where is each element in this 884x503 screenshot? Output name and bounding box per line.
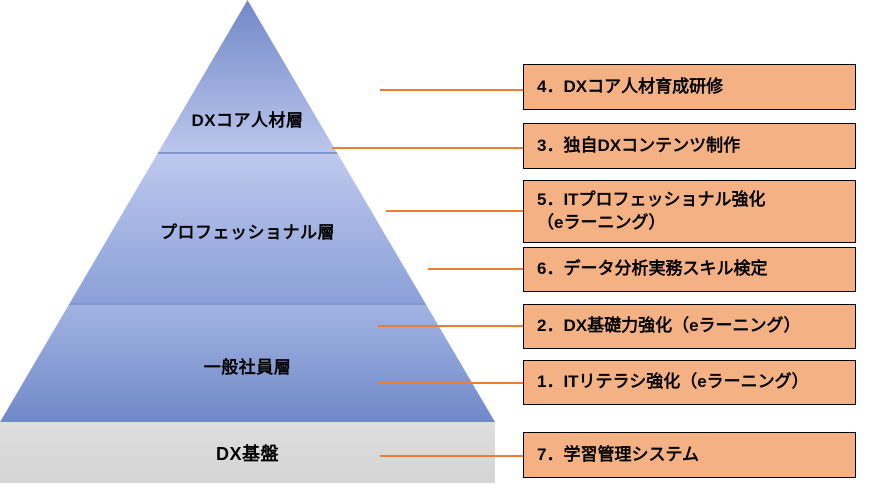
connector-line-7 <box>380 455 523 457</box>
foundation-bar: DX基盤 <box>0 422 495 483</box>
item-box-data-analysis-cert: 6．データ分析実務スキル検定 <box>523 247 856 292</box>
item-box-lms: 7．学習管理システム <box>523 432 856 478</box>
connector-line-4 <box>428 268 523 270</box>
item-box-it-professional: 5．ITプロフェッショナル強化 （eラーニング） <box>523 180 856 243</box>
pyramid-label-professional: プロフェッショナル層 <box>160 223 335 242</box>
item-box-dx-core-training: 4．DXコア人材育成研修 <box>523 64 856 110</box>
pyramid-layer-general <box>0 303 495 422</box>
connector-line-6 <box>378 382 523 384</box>
pyramid-label-core: DXコア人材層 <box>191 111 304 130</box>
item-box-dx-basics: 2．DX基礎力強化（eラーニング） <box>523 304 856 349</box>
connector-line-3 <box>386 210 523 212</box>
pyramid-label-general: 一般社員層 <box>203 358 292 377</box>
item-box-original-dx-content: 3．独自DXコンテンツ制作 <box>523 123 856 169</box>
connector-line-2 <box>332 147 523 149</box>
item-box-it-literacy: 1．ITリテラシ強化（eラーニング） <box>523 360 856 405</box>
connector-line-1 <box>380 89 523 91</box>
connector-line-5 <box>378 325 523 327</box>
